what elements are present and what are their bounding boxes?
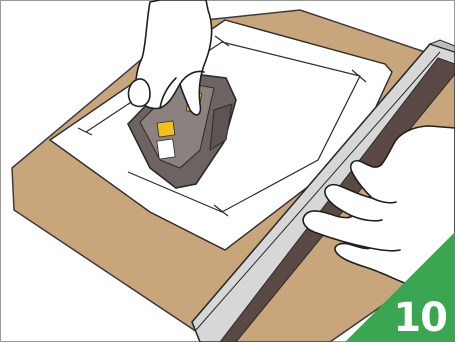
step-number-badge: 10 <box>345 232 455 342</box>
blade-accent <box>157 121 175 137</box>
step-number: 10 <box>393 296 447 340</box>
